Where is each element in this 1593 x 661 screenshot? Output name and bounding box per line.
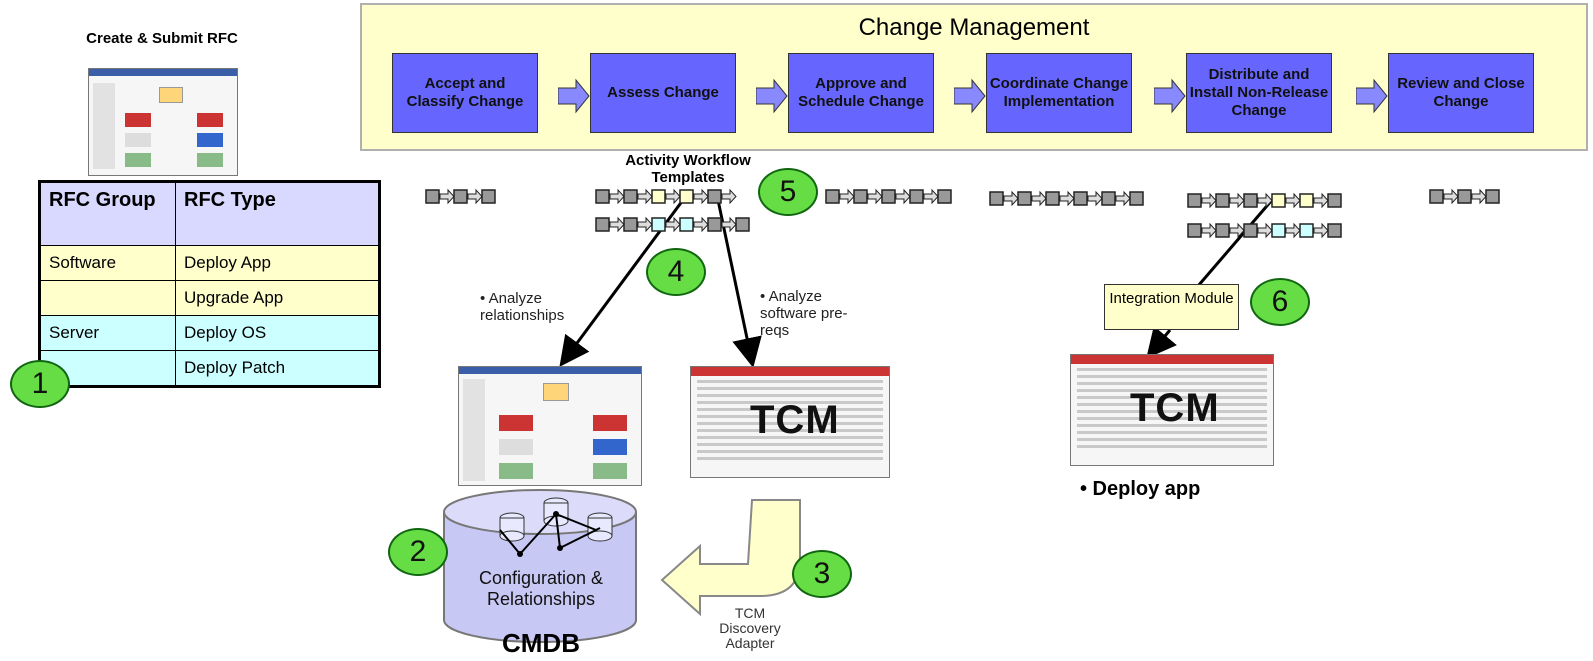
callout-6: 6 xyxy=(1250,278,1310,326)
rfc-header-type: RFC Type xyxy=(175,181,380,246)
rfc-group-cell: Software xyxy=(39,245,176,281)
change-management-title: Change Management xyxy=(858,14,1090,41)
integration-module-box: Integration Module xyxy=(1104,284,1239,330)
rfc-group-cell xyxy=(39,280,176,316)
step-arrow-icon xyxy=(756,78,788,114)
tcm-label-deploy: TCM xyxy=(1130,386,1220,430)
step-arrow-icon xyxy=(558,78,590,114)
rfc-type-cell: Deploy App xyxy=(175,245,380,281)
callout-1: 1 xyxy=(10,360,70,408)
rfc-table-header: RFC Group RFC Type xyxy=(39,181,380,246)
cmdb-cylinder xyxy=(443,489,637,643)
step-arrow-icon xyxy=(1356,78,1388,114)
cmdb-content-label: Configuration & Relationships xyxy=(478,568,604,609)
arrow-to-tcm-2 xyxy=(1146,325,1177,359)
discovery-adapter-arrow xyxy=(660,499,801,617)
callout-5: 5 xyxy=(758,168,818,216)
rfc-table: RFC Group RFC Type Software Deploy App U… xyxy=(38,180,381,388)
analyze-relationships-label: • Analyze relationships xyxy=(480,290,565,324)
rfc-header-group: RFC Group xyxy=(39,181,176,246)
tcm-label-assess: TCM xyxy=(750,398,840,442)
step-arrow-icon xyxy=(954,78,986,114)
deploy-app-label: • Deploy app xyxy=(1080,478,1201,500)
rfc-type-cell: Upgrade App xyxy=(175,280,380,316)
step-accept-classify: Accept and Classify Change xyxy=(392,53,538,133)
rfc-submit-screenshot xyxy=(88,68,238,176)
step-review-close: Review and Close Change xyxy=(1388,53,1534,133)
step-coordinate: Coordinate Change Implementation xyxy=(986,53,1132,133)
step-assess: Assess Change xyxy=(590,53,736,133)
table-row: Server Deploy OS xyxy=(39,315,380,351)
rfc-type-cell: Deploy OS xyxy=(175,315,380,351)
line-to-integration xyxy=(1196,199,1274,287)
callout-4: 4 xyxy=(646,248,706,296)
tcm-discovery-adapter-label: TCM Discovery Adapter xyxy=(719,605,781,651)
table-row: Software Deploy App xyxy=(39,245,380,281)
tcm-screenshot-deploy xyxy=(1070,354,1274,466)
step-distribute-install: Distribute and Install Non-Release Chang… xyxy=(1186,53,1332,133)
rfc-group-cell: Server xyxy=(39,315,176,351)
callout-2: 2 xyxy=(388,528,448,576)
cmdb-title: CMDB xyxy=(502,628,580,658)
activity-workflow-templates-label: Activity Workflow Templates xyxy=(625,152,751,186)
callout-3: 3 xyxy=(792,550,852,598)
rfc-type-cell: Deploy Patch xyxy=(175,350,380,387)
analyze-software-label: • Analyze software pre-reqs xyxy=(760,288,848,339)
step-arrow-icon xyxy=(1154,78,1186,114)
table-row: Deploy Patch xyxy=(39,350,380,387)
cmdb-screenshot xyxy=(458,366,642,486)
workflow-chains xyxy=(425,189,1500,238)
step-approve-schedule: Approve and Schedule Change xyxy=(788,53,934,133)
change-management-band xyxy=(360,3,1588,151)
tcm-screenshot-assess xyxy=(690,366,890,478)
table-row: Upgrade App xyxy=(39,280,380,316)
rfc-panel-title: Create & Submit RFC xyxy=(86,30,238,47)
